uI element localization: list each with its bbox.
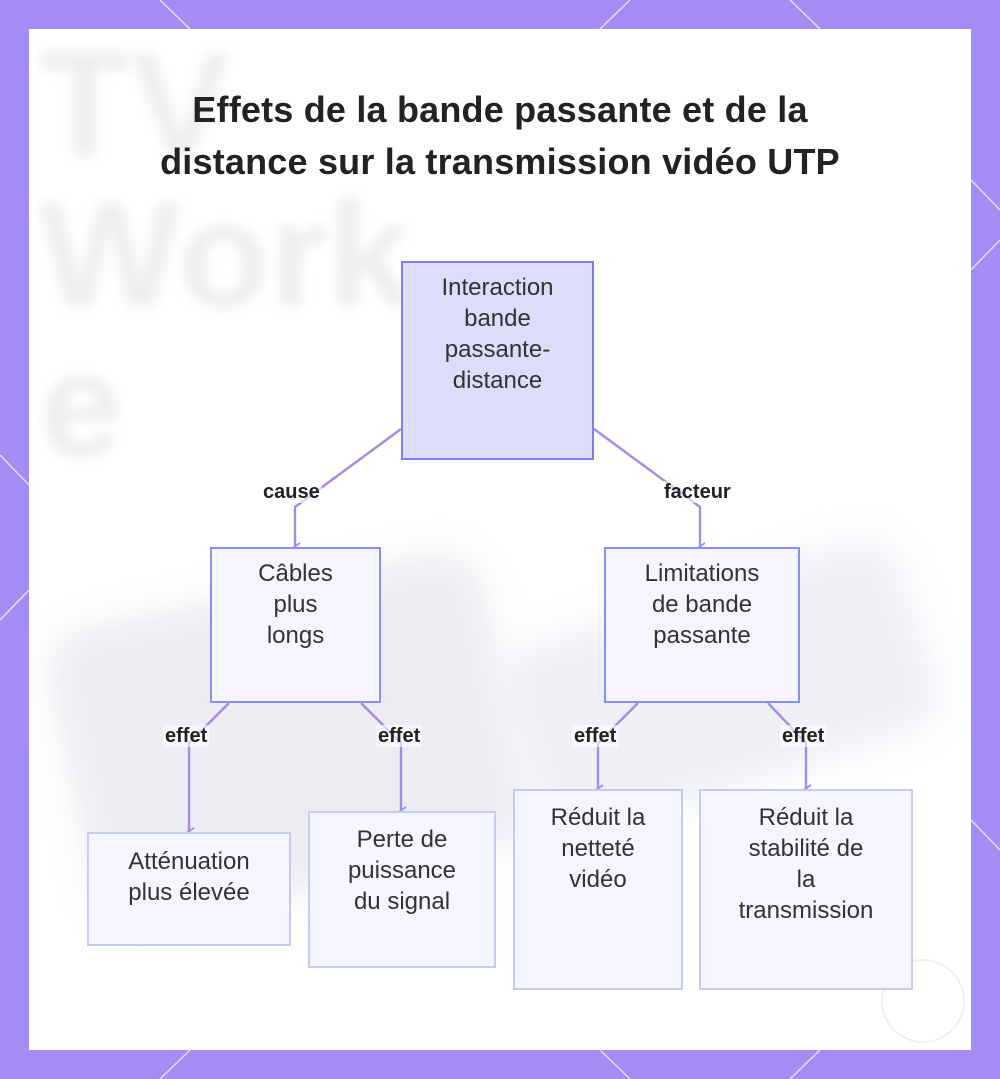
edge-label-effet: effet xyxy=(163,725,210,747)
node-label: Câbles plus longs xyxy=(258,560,333,649)
background-watermark: TV Work e xyxy=(39,29,412,488)
diagram-card: TV Work e Effets de la bande passante et… xyxy=(29,29,971,1050)
node-reduit-stabilite-transmission: Réduit la stabilité de la transmission xyxy=(699,789,913,990)
edge-label-facteur: facteur xyxy=(662,481,733,503)
edge-root-to-bandwidth xyxy=(593,428,706,552)
edge-root-to-cables xyxy=(292,428,402,552)
edge-label-effet: effet xyxy=(572,725,619,747)
node-interaction-bande-passante-distance: Interaction bande passante- distance xyxy=(401,261,594,460)
node-label: Réduit la stabilité de la transmission xyxy=(738,804,874,924)
node-cables-plus-longs: Câbles plus longs xyxy=(210,547,381,703)
node-label: Réduit la netteté vidéo xyxy=(550,804,646,893)
watermark-logo xyxy=(881,959,965,1043)
edge-label-cause: cause xyxy=(261,481,322,503)
diagram-title: Effets de la bande passante et de la dis… xyxy=(160,89,840,183)
node-label: Perte de puissance du signal xyxy=(347,826,457,915)
edge-label-effet: effet xyxy=(780,725,827,747)
node-reduit-nettete-video: Réduit la netteté vidéo xyxy=(513,789,683,990)
node-attenuation-plus-elevee: Atténuation plus élevée xyxy=(87,832,291,946)
edge-label-effet: effet xyxy=(376,725,423,747)
node-label: Interaction bande passante- distance xyxy=(441,274,554,394)
node-perte-puissance-signal: Perte de puissance du signal xyxy=(308,811,496,968)
node-limitations-bande-passante: Limitations de bande passante xyxy=(604,547,800,703)
diagram-edges xyxy=(186,428,812,837)
edge-cables-to-power-loss xyxy=(360,702,407,816)
node-label: Atténuation plus élevée xyxy=(128,848,250,906)
edge-cables-to-attenuation xyxy=(186,702,230,837)
node-label: Limitations de bande passante xyxy=(644,560,760,649)
